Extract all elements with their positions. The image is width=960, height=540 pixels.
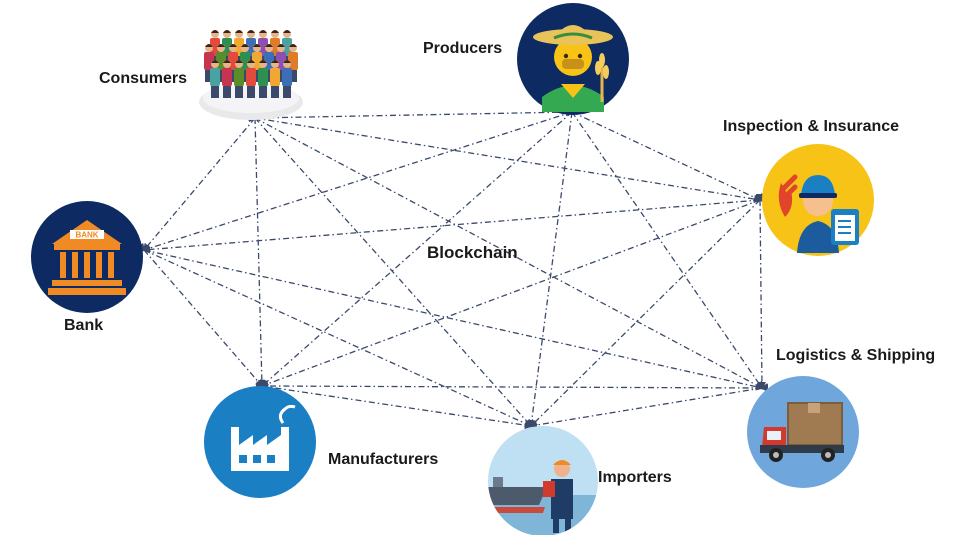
crowd-icon [199, 30, 303, 120]
person-hair [265, 44, 273, 47]
person-hair [235, 60, 243, 63]
edge-manufacturers-importers [255, 381, 533, 430]
person-hair [253, 44, 261, 47]
person-hair [271, 30, 279, 33]
person-hair [241, 44, 249, 47]
person-hair [211, 60, 219, 63]
person-hair [223, 60, 231, 63]
person-legs [283, 86, 291, 98]
node-label-importers: Importers [598, 469, 672, 486]
person-hair [289, 44, 297, 47]
person-hair [217, 44, 225, 47]
bank-icon: BANK [31, 201, 143, 313]
node-label-manufacturers: Manufacturers [328, 451, 439, 468]
node-label-logistics: Logistics & Shipping [776, 347, 936, 364]
edge-inspection-bank [142, 195, 767, 254]
node-label-consumers: Consumers [99, 70, 188, 87]
person-hair [247, 30, 255, 33]
edge-producers-bank [142, 106, 579, 252]
person-hair [259, 30, 267, 33]
edge-consumers-bank [142, 110, 262, 252]
person-body [258, 68, 268, 86]
person-body [246, 38, 256, 56]
edge-bank-logistics [137, 244, 764, 391]
person-hair [247, 60, 255, 63]
person-body [234, 38, 244, 56]
person-legs [289, 70, 297, 82]
center-label-blockchain: Blockchain [427, 243, 518, 262]
person-body [246, 68, 256, 86]
svg-text:BANK: BANK [75, 231, 98, 240]
person-legs [277, 70, 285, 82]
node-label-producers: Producers [423, 40, 503, 57]
person-body [234, 68, 244, 86]
person-legs [271, 86, 279, 98]
delivery-truck-icon [747, 376, 859, 488]
person-body [258, 38, 268, 56]
person-hair [211, 30, 219, 33]
person-body [270, 38, 280, 56]
edge-logistics-manufacturers [260, 382, 769, 393]
person-legs [229, 70, 237, 82]
person-body [282, 38, 292, 56]
person-legs [253, 70, 261, 82]
person-body [222, 38, 232, 56]
person-hair [205, 44, 213, 47]
edge-consumers-importers [248, 110, 533, 428]
edge-consumers-manufacturers [250, 111, 266, 388]
person-hair [277, 44, 285, 47]
person-body [222, 68, 232, 86]
edge-inspection-manufacturers [260, 194, 768, 388]
farmer-icon [517, 3, 629, 115]
person-legs [235, 86, 243, 98]
person-hair [283, 30, 291, 33]
person-hair [235, 30, 243, 33]
person-legs [247, 86, 255, 98]
person-legs [217, 70, 225, 82]
person-legs [259, 86, 267, 98]
person-legs [211, 86, 219, 98]
person-legs [205, 70, 213, 82]
person-body [210, 38, 220, 56]
edge-producers-manufacturers [260, 105, 580, 388]
person-hair [229, 44, 237, 47]
edge-producers-importers [527, 105, 577, 428]
person-hair [223, 30, 231, 33]
person-body [210, 68, 220, 86]
person-legs [265, 70, 273, 82]
edge-bank-manufacturers [137, 242, 264, 388]
node-label-bank: Bank [64, 317, 104, 334]
edge-logistics-importers [529, 383, 769, 429]
factory-icon [204, 386, 316, 498]
edge-inspection-importers [529, 192, 768, 428]
person-legs [223, 86, 231, 98]
person-body [282, 68, 292, 86]
edge-producers-logistics [565, 104, 764, 390]
person-hair [259, 60, 267, 63]
person-hair [271, 60, 279, 63]
node-label-inspection: Inspection & Insurance [723, 118, 900, 135]
inspector-icon [762, 144, 874, 256]
port-worker-icon [488, 426, 598, 535]
person-body [270, 68, 280, 86]
person-hair [283, 60, 291, 63]
person-legs [241, 70, 249, 82]
